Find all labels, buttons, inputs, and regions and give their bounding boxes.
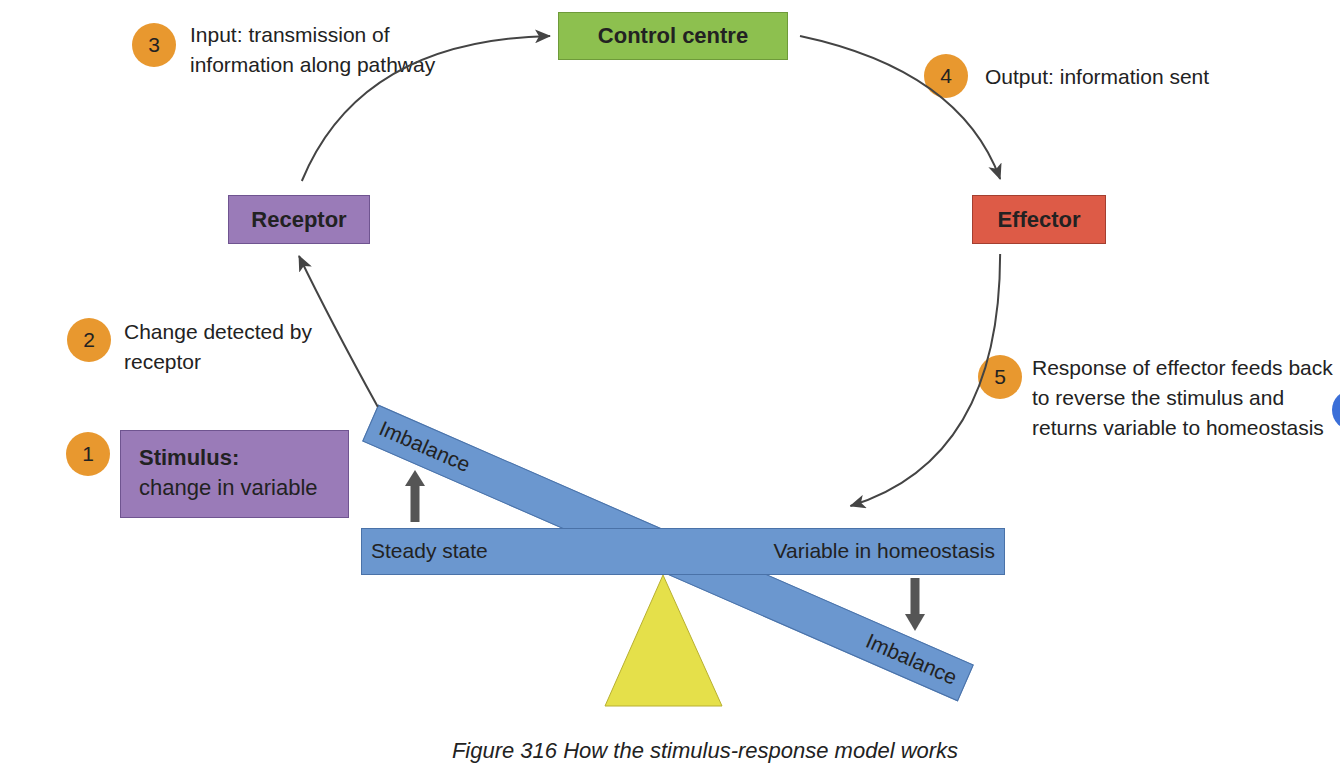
- callout-number: 5: [978, 355, 1022, 399]
- node-text: Stimulus:: [139, 443, 330, 473]
- step-note: Output: information sent: [985, 62, 1305, 92]
- down-arrow-shaft: [911, 578, 920, 616]
- receptor-box: Receptor: [228, 195, 370, 244]
- down-arrow-head: [905, 614, 925, 631]
- effector-box: Effector: [972, 195, 1106, 244]
- step-note: Input: transmission of information along…: [190, 20, 440, 80]
- node-text: Imbalance: [862, 629, 960, 690]
- flow-arrow: [302, 36, 550, 181]
- up-arrow-head: [405, 470, 425, 486]
- node-text: Imbalance: [375, 417, 473, 478]
- fulcrum-triangle: [605, 575, 722, 706]
- control-centre-box: Control centre: [558, 12, 788, 60]
- callout-number: 2: [67, 318, 111, 362]
- steady-state-bar: Steady state Variable in homeostasis: [361, 528, 1005, 575]
- flow-arrow: [850, 254, 1000, 506]
- up-arrow-shaft: [411, 484, 420, 522]
- node-text: Steady state: [371, 539, 488, 563]
- node-text: Effector: [997, 207, 1080, 233]
- flow-arrow: [299, 256, 378, 407]
- step-note: Change detected by receptor: [124, 317, 339, 377]
- step-note: Response of effector feeds back to rever…: [1032, 353, 1337, 443]
- node-text: Variable in homeostasis: [774, 539, 995, 563]
- node-text: Receptor: [251, 207, 346, 233]
- node-text: Control centre: [598, 23, 748, 49]
- callout-number: 4: [924, 54, 968, 98]
- node-text: change in variable: [139, 473, 330, 503]
- stimulus-box: Stimulus:change in variable: [120, 430, 349, 518]
- edge-dot: [1332, 390, 1340, 430]
- callout-number: 1: [66, 432, 110, 476]
- figure-caption: Figure 316 How the stimulus-response mod…: [300, 738, 1110, 764]
- flow-arrow: [800, 36, 1000, 179]
- callout-number: 3: [132, 23, 176, 67]
